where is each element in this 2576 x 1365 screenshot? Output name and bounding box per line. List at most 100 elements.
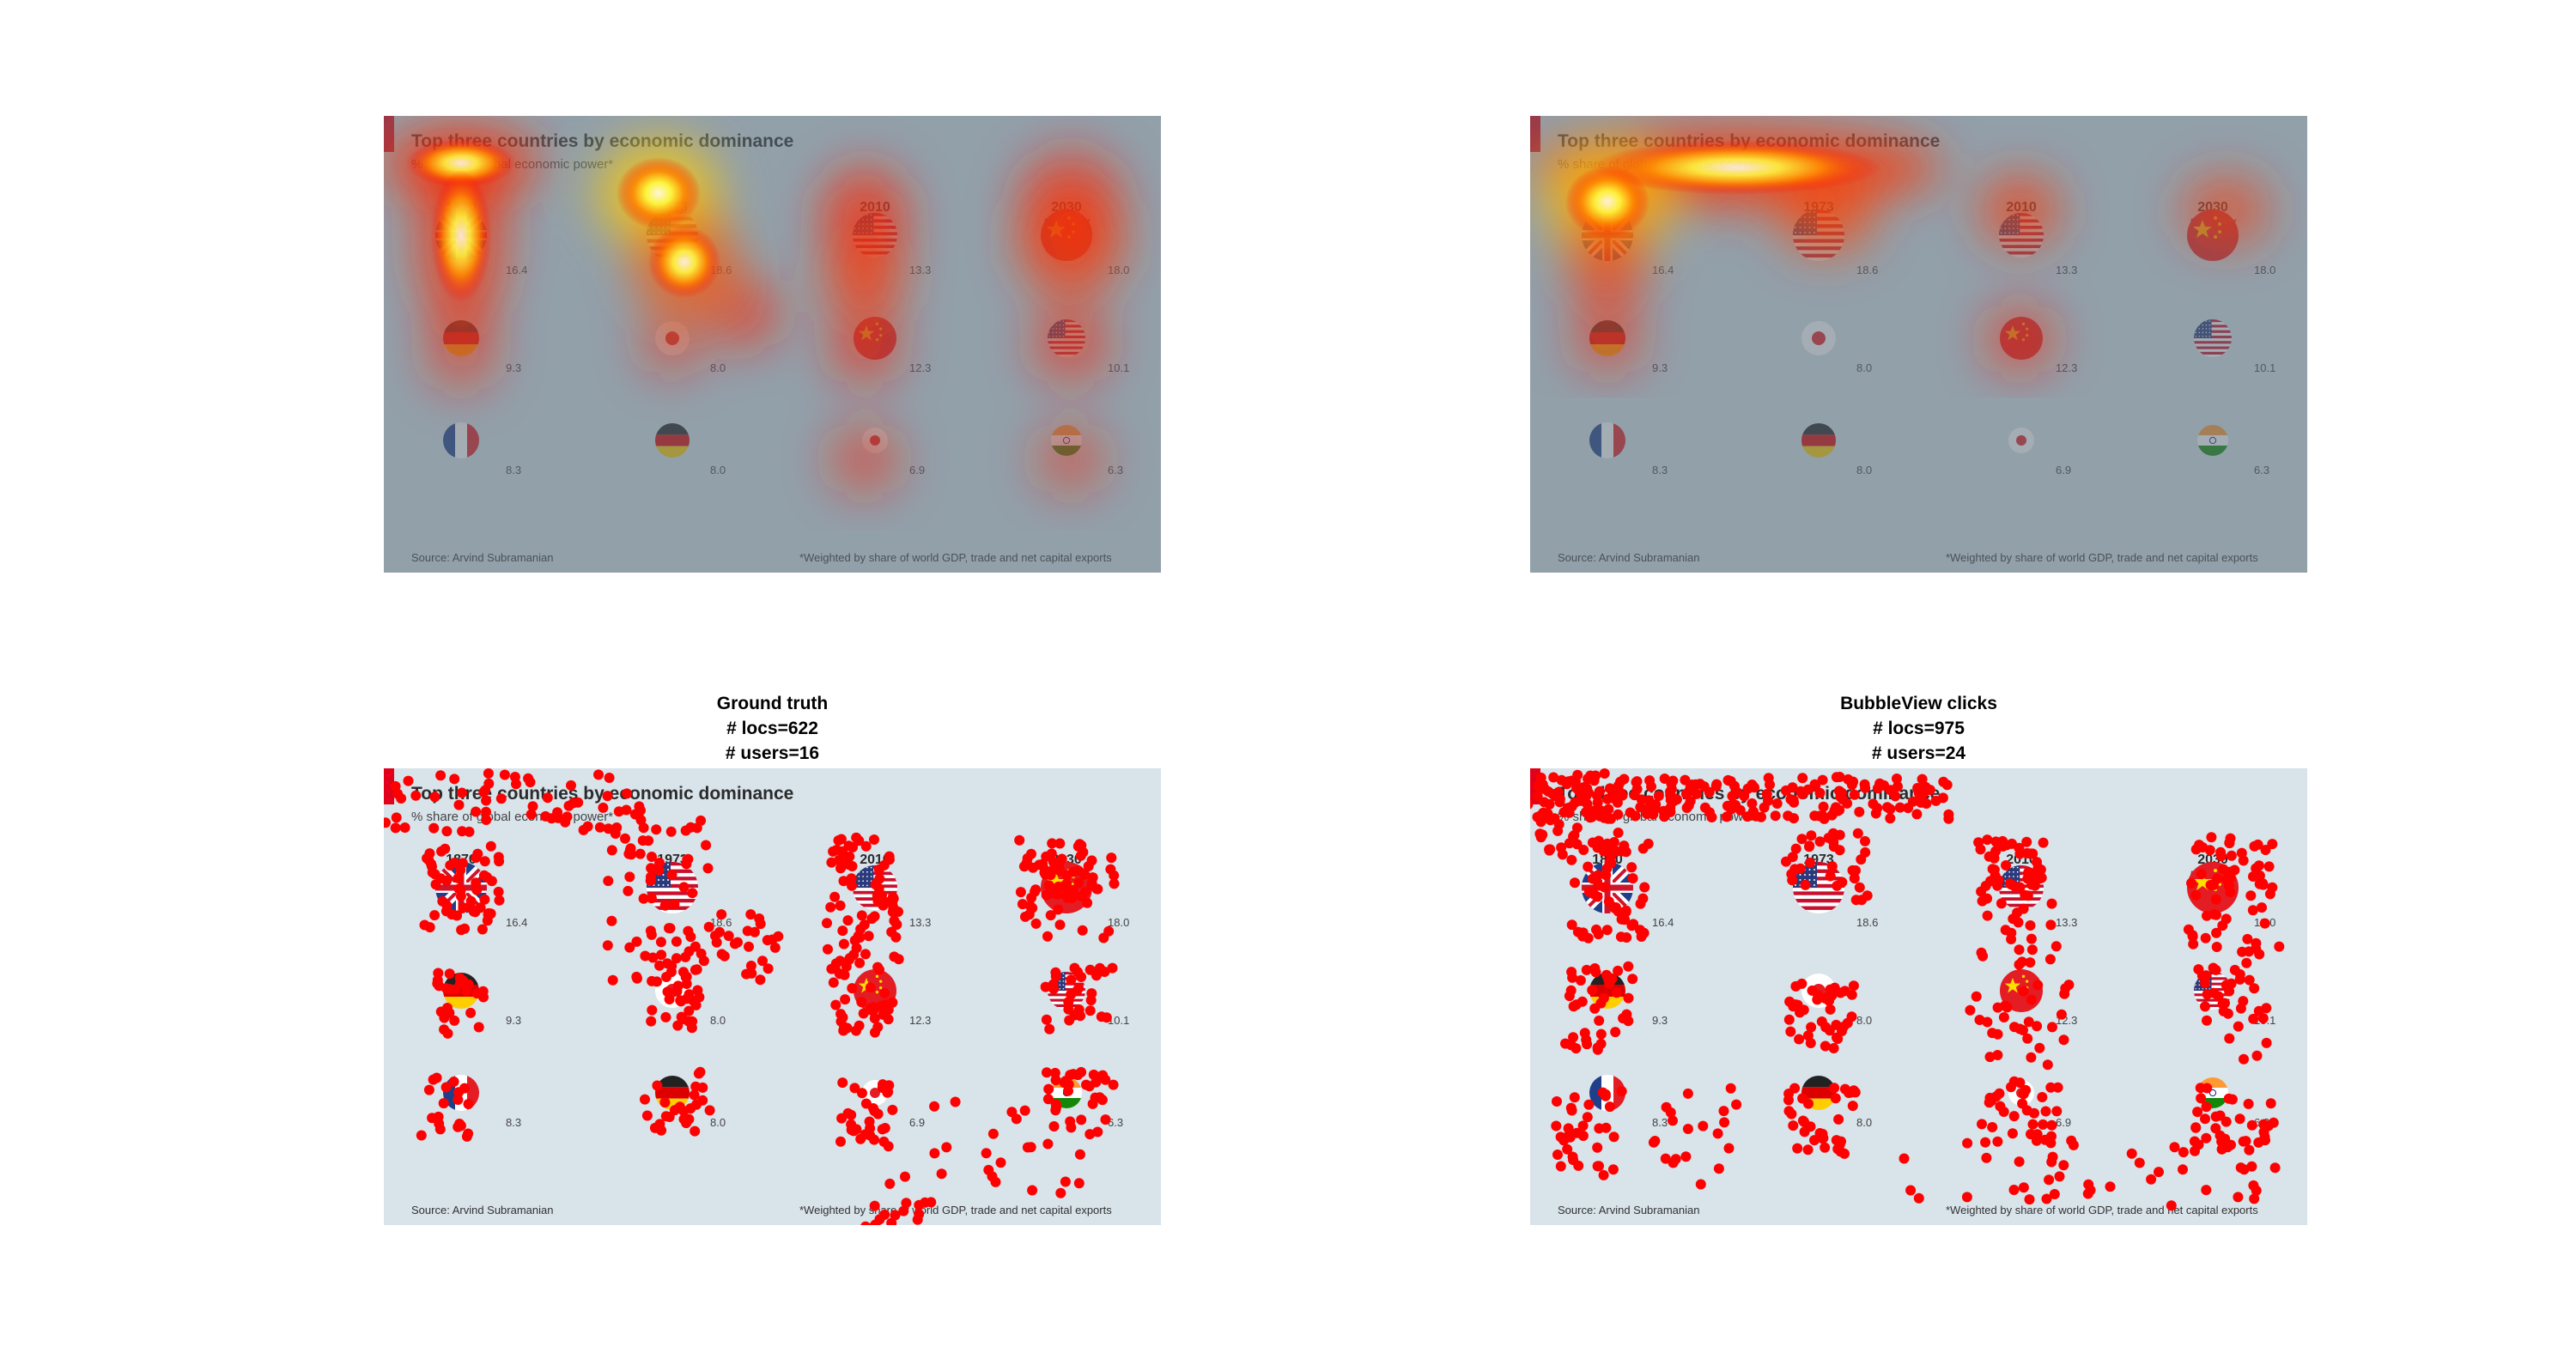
click-point bbox=[2008, 913, 2019, 925]
us-flag bbox=[1793, 862, 1844, 913]
click-point bbox=[1552, 1096, 1562, 1107]
click-point bbox=[1595, 1038, 1607, 1049]
click-point bbox=[1982, 834, 1993, 846]
click-point bbox=[848, 949, 860, 961]
click-point bbox=[719, 950, 730, 962]
click-point bbox=[1623, 961, 1634, 972]
click-point bbox=[654, 960, 665, 971]
click-point bbox=[1077, 925, 1088, 936]
click-point bbox=[866, 913, 878, 925]
china-flag bbox=[1041, 209, 1092, 261]
click-point bbox=[1805, 1038, 1816, 1048]
click-point bbox=[883, 1014, 894, 1025]
click-point bbox=[428, 1074, 439, 1085]
click-point bbox=[1842, 1017, 1853, 1028]
click-point bbox=[1571, 1127, 1583, 1138]
click-point bbox=[2038, 1119, 2049, 1130]
click-point bbox=[1974, 1015, 1985, 1025]
click-point bbox=[2045, 919, 2057, 931]
click-point bbox=[623, 885, 634, 896]
click-point bbox=[638, 822, 649, 834]
click-point bbox=[483, 768, 494, 779]
click-point bbox=[1992, 1050, 2003, 1060]
us-flag bbox=[1793, 209, 1844, 261]
click-point bbox=[1545, 815, 1556, 826]
click-point bbox=[1998, 1107, 2009, 1117]
click-point bbox=[1601, 838, 1613, 849]
click-point bbox=[1084, 1081, 1095, 1092]
click-point bbox=[1626, 920, 1637, 931]
click-point bbox=[2269, 1162, 2281, 1174]
click-point bbox=[2222, 1142, 2233, 1153]
click-point bbox=[2264, 889, 2275, 900]
click-point bbox=[1593, 836, 1604, 847]
click-point bbox=[1618, 1013, 1629, 1024]
click-point bbox=[1885, 804, 1896, 815]
click-point bbox=[1593, 929, 1604, 940]
click-point bbox=[1547, 789, 1558, 799]
click-point bbox=[631, 971, 642, 982]
click-point bbox=[2192, 1107, 2203, 1118]
click-point bbox=[631, 936, 642, 947]
click-point bbox=[697, 1082, 708, 1093]
click-point bbox=[1911, 809, 1923, 820]
click-point bbox=[1044, 1023, 1055, 1034]
click-point bbox=[1019, 1105, 1030, 1116]
click-point bbox=[723, 931, 734, 942]
click-point bbox=[741, 968, 752, 980]
click-point bbox=[640, 1094, 650, 1105]
click-point bbox=[1592, 1044, 1603, 1055]
value-label: 8.0 bbox=[710, 361, 726, 374]
value-label: 12.3 bbox=[2056, 361, 2078, 374]
click-point bbox=[1095, 1071, 1106, 1083]
click-point bbox=[829, 963, 841, 974]
click-point bbox=[1712, 1128, 1723, 1139]
china-flag bbox=[2187, 862, 2239, 913]
value-label: 13.3 bbox=[2056, 264, 2078, 276]
click-point bbox=[1582, 1112, 1593, 1123]
click-point bbox=[2178, 1147, 2189, 1158]
click-point bbox=[2001, 840, 2012, 851]
click-point bbox=[604, 773, 615, 783]
caption-users: # users=16 bbox=[725, 743, 820, 763]
click-point bbox=[439, 1012, 450, 1023]
click-point bbox=[851, 1025, 861, 1036]
click-point bbox=[2221, 913, 2232, 925]
click-point bbox=[2183, 924, 2194, 935]
click-point bbox=[860, 840, 872, 852]
click-point bbox=[691, 1099, 702, 1110]
click-point bbox=[2045, 1138, 2057, 1149]
click-point bbox=[2021, 836, 2032, 847]
click-point bbox=[2224, 1033, 2235, 1044]
value-label: 18.0 bbox=[2254, 264, 2276, 276]
click-point bbox=[1818, 1132, 1829, 1144]
click-point bbox=[1649, 1136, 1661, 1146]
click-point bbox=[1816, 1016, 1827, 1027]
click-point bbox=[2200, 932, 2211, 943]
caption-ground-truth: Ground truth # locs=622 # users=16 bbox=[384, 691, 1161, 766]
click-point bbox=[1025, 1142, 1036, 1153]
click-point bbox=[865, 1130, 876, 1141]
click-point bbox=[1992, 1136, 2003, 1147]
click-point bbox=[900, 1171, 910, 1182]
click-point bbox=[2025, 957, 2036, 968]
click-point bbox=[1718, 1106, 1729, 1117]
click-point bbox=[1107, 962, 1118, 974]
click-point bbox=[1555, 1161, 1566, 1172]
click-point bbox=[606, 915, 617, 926]
click-point bbox=[2239, 1164, 2250, 1175]
click-point bbox=[1555, 1131, 1566, 1143]
click-point bbox=[1814, 810, 1825, 822]
click-point bbox=[693, 1068, 704, 1079]
click-point bbox=[2007, 838, 2017, 849]
click-point bbox=[749, 926, 760, 937]
click-point bbox=[647, 952, 659, 963]
click-point bbox=[1845, 1087, 1856, 1098]
click-point bbox=[523, 773, 534, 784]
france-flag bbox=[1589, 422, 1625, 458]
value-label: 8.0 bbox=[1856, 464, 1873, 476]
click-point bbox=[2187, 931, 2198, 942]
click-point bbox=[2251, 943, 2262, 955]
click-point bbox=[1854, 882, 1865, 893]
click-point bbox=[696, 815, 707, 826]
